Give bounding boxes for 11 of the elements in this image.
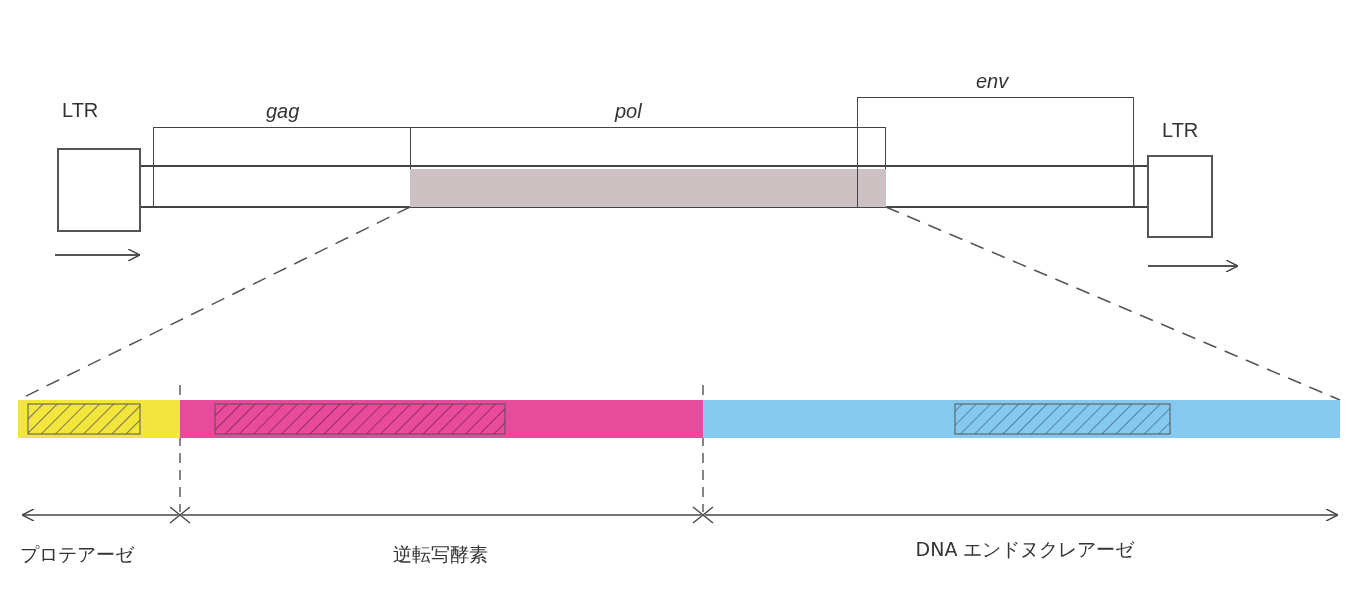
dashed-line (885, 206, 1341, 401)
shaded-region (410, 168, 886, 207)
gene-label: LTR (62, 100, 99, 120)
protein-domain-bar (18, 400, 1340, 438)
domain-label: DNA エンドヌクレアーゼ (914, 537, 1136, 562)
gene-label: LTR (1162, 120, 1199, 140)
gene-label: pol (615, 101, 642, 121)
domain-label: 逆転写酵素 (391, 542, 489, 567)
gene-label: env (976, 71, 1009, 91)
gene-label: gag (266, 101, 300, 121)
domain-label: プロテアーゼ (20, 542, 135, 567)
